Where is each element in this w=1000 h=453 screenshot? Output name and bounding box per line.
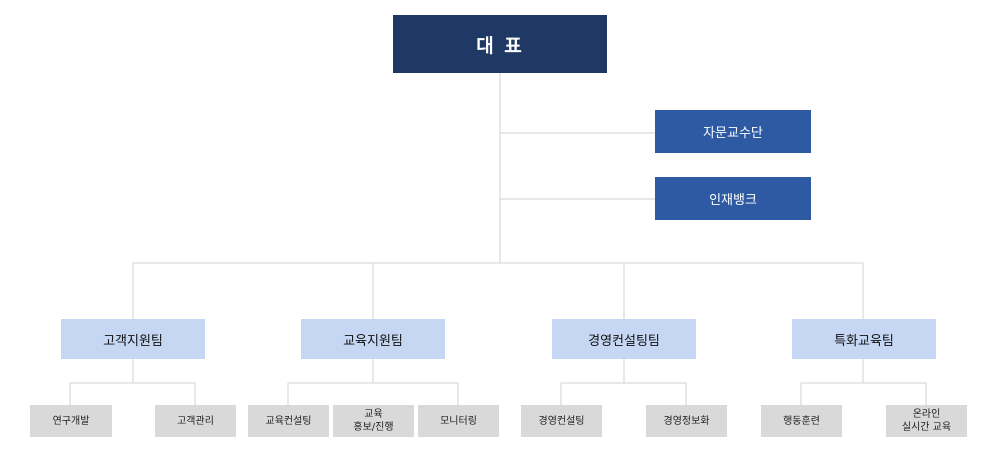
unit-label: 모니터링 [440, 415, 477, 427]
unit-box: 행동훈련 [761, 405, 842, 437]
talent-bank-box: 인재뱅크 [655, 177, 811, 220]
talent-bank-label: 인재뱅크 [709, 193, 757, 208]
unit-box: 교육 홍보/진행 [333, 405, 414, 437]
unit-box: 고객관리 [155, 405, 236, 437]
team-specialized-education: 특화교육팀 [792, 319, 936, 359]
unit-box: 경영컨설팅 [521, 405, 602, 437]
unit-box: 경영정보화 [646, 405, 727, 437]
unit-label: 행동훈련 [783, 415, 820, 427]
unit-box: 교육컨설팅 [248, 405, 329, 437]
unit-label: 온라인 실시간 교육 [901, 409, 952, 433]
team-label: 고객지원팀 [103, 333, 163, 349]
unit-box: 연구개발 [30, 405, 112, 437]
unit-label: 연구개발 [52, 415, 90, 427]
unit-label: 교육컨설팅 [265, 415, 312, 427]
team-management-consulting: 경영컨설팅팀 [552, 319, 696, 359]
unit-label: 경영컨설팅 [538, 415, 585, 427]
unit-label: 고객관리 [177, 415, 214, 427]
team-label: 교육지원팀 [343, 333, 403, 349]
team-education-support: 교육지원팀 [301, 319, 445, 359]
ceo-label: 대 표 [476, 34, 524, 57]
unit-label: 경영정보화 [663, 415, 710, 427]
advisors-box: 자문교수단 [655, 110, 811, 153]
unit-box: 모니터링 [418, 405, 499, 437]
advisors-label: 자문교수단 [703, 126, 763, 141]
team-customer-support: 고객지원팀 [61, 319, 205, 359]
team-label: 경영컨설팅팀 [588, 333, 660, 349]
ceo-box: 대 표 [393, 15, 607, 73]
unit-label: 교육 홍보/진행 [353, 409, 394, 433]
team-label: 특화교육팀 [834, 333, 894, 349]
unit-box: 온라인 실시간 교육 [886, 405, 967, 437]
